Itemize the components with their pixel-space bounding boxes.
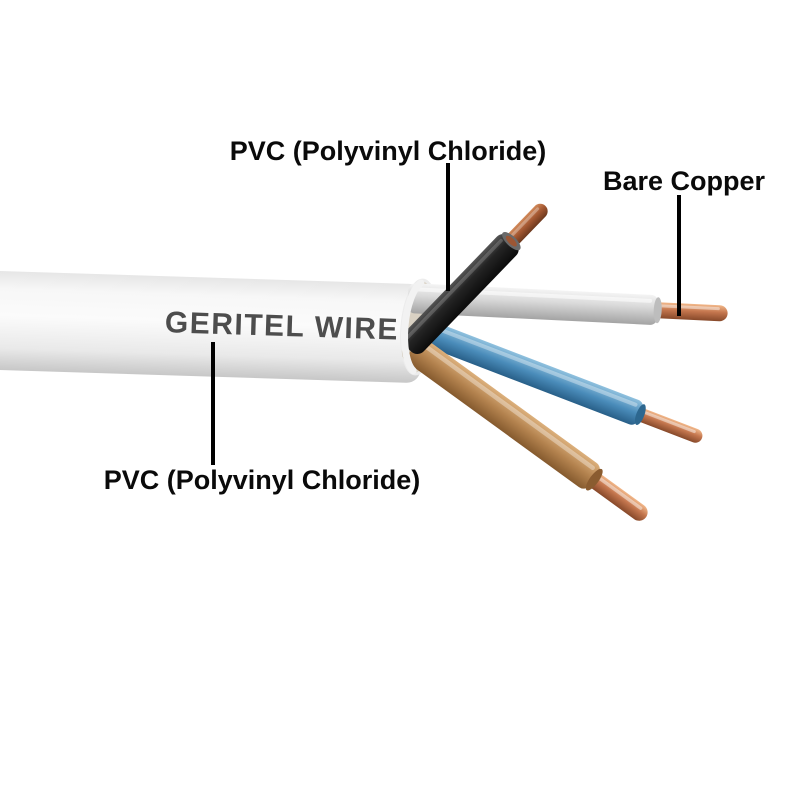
sheath-opening-front-lip (401, 279, 425, 375)
cable-sheath-group: GERITEL WIRE (0, 270, 423, 383)
copper-highlight (651, 303, 720, 311)
callout-line-bottom-pvc (211, 342, 215, 465)
blue-wire-cut-face (634, 404, 646, 425)
grey-wire-bare-copper-tip (647, 302, 728, 322)
copper-highlight (637, 408, 696, 434)
brown-wire-highlight (422, 343, 595, 471)
copper-highlight (507, 207, 540, 240)
outer-pvc-sheath (0, 270, 423, 383)
brown-wire-cut-face (585, 468, 603, 491)
blue-wire-bare-copper-tip (632, 407, 703, 443)
brown-wire (407, 339, 648, 521)
black-wire-cut-face-copper (505, 235, 517, 247)
callout-line-top-pvc (446, 163, 450, 291)
blue-wire (417, 319, 703, 443)
black-wire-insulation (401, 234, 519, 354)
brown-wire-insulation (407, 339, 600, 489)
blue-wire-insulation (417, 319, 643, 425)
label-bare-copper: Bare Copper (603, 166, 766, 196)
brown-wire-bare-copper-tip (586, 471, 648, 521)
label-inner-insulation-pvc: PVC (Polyvinyl Chloride) (230, 136, 547, 166)
blue-wire-highlight (428, 323, 638, 407)
black-wire-bare-copper-tip (505, 203, 548, 247)
cable-brand-text: GERITEL WIRE (164, 306, 399, 346)
grey-wire-cut-face (653, 297, 662, 324)
callout-line-bare-copper (677, 195, 681, 316)
black-wire (401, 203, 548, 354)
label-outer-sheath-pvc: PVC (Polyvinyl Chloride) (104, 465, 421, 495)
copper-highlight (593, 473, 643, 510)
black-wire-highlight (405, 238, 503, 340)
